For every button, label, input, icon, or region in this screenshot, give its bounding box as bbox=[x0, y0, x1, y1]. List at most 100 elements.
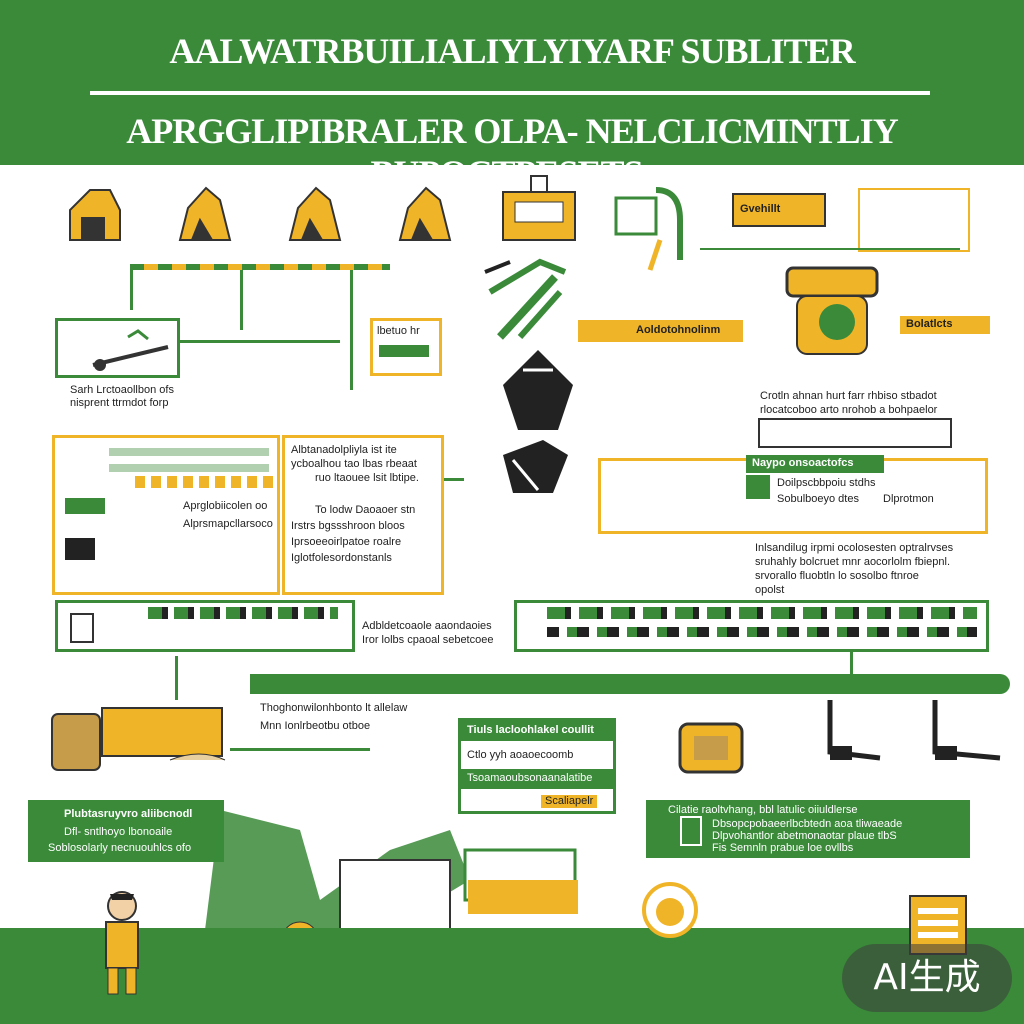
center-text-4: To lodw Daoaoer stn bbox=[315, 504, 416, 516]
connector-line bbox=[180, 340, 340, 343]
box-a-bar bbox=[109, 464, 269, 472]
box-e-title: Tiuls lacloohlakel coullit bbox=[467, 724, 594, 736]
box-d-markers bbox=[547, 607, 977, 619]
box-e-line-3: Scaliapelr bbox=[541, 795, 598, 808]
plow-icon bbox=[92, 329, 169, 371]
right-long-2: sruhahly bolcruet mnr aocorlolm fbiepnl. bbox=[755, 556, 951, 568]
machine-icon bbox=[51, 707, 226, 771]
right-text-1: Crotln ahnan hurt farr rhbiso stbadot bbox=[760, 390, 937, 402]
process-box-c bbox=[55, 600, 355, 652]
box-g-line-3: Dlpvohantlor abetmonaotar plaue tlbS bbox=[712, 830, 897, 842]
right-panel-title-bar: Naypo onsoactofcs bbox=[746, 455, 884, 473]
document-icon bbox=[680, 816, 702, 846]
harvester-icon bbox=[785, 266, 879, 355]
process-box-g: Cilatie raoltvhang, bbl latulic oiiuldle… bbox=[646, 800, 970, 858]
box-e-line-2: Tsoamaoubsonaanalatibe bbox=[467, 772, 593, 784]
box-a-icon bbox=[65, 538, 95, 560]
top-right-frame bbox=[858, 188, 970, 252]
process-box-left bbox=[55, 318, 180, 378]
horizontal-caption: Thoghonwilonhbonto lt allelaw bbox=[260, 702, 408, 714]
person-icon bbox=[105, 891, 139, 995]
top-icon-row bbox=[69, 186, 452, 241]
mid-row-text-2: Iror lolbs cpaoal sebetcoee bbox=[362, 634, 494, 646]
center-text-7: Iglotfolesordonstanls bbox=[291, 552, 392, 564]
center-text-2: ycboalhou tao lbas rbeaat bbox=[291, 458, 417, 470]
box-e-line-1: Ctlo yyh aoaoecoomb bbox=[467, 749, 574, 761]
farmer-hut-icon bbox=[69, 189, 121, 241]
radio-machine-icon bbox=[678, 722, 744, 774]
watermark-badge: AI生成 bbox=[842, 944, 1012, 1012]
box-a-tag bbox=[65, 498, 105, 514]
box-g-line-1: Cilatie raoltvhang, bbl latulic oiiuldle… bbox=[668, 804, 858, 816]
center-text-1: Albtanadolpliyla ist ite bbox=[291, 444, 397, 456]
horizontal-caption-2: Mnn Ionlrbeotbu otboe bbox=[260, 720, 371, 732]
right-table-frame bbox=[758, 418, 952, 448]
box-a-line-1: Aprglobiicolen oo bbox=[183, 500, 268, 512]
connector-line bbox=[850, 652, 853, 674]
farmer-hut-icon bbox=[288, 186, 342, 241]
box-c-icon bbox=[70, 613, 94, 643]
tractor-icon bbox=[614, 187, 683, 271]
connector-strip bbox=[130, 264, 390, 270]
right-panel-icon bbox=[746, 475, 770, 499]
right-panel-title: Naypo onsoactofcs bbox=[752, 457, 854, 469]
process-box-e: Tiuls lacloohlakel coullit Ctlo yyh aoao… bbox=[458, 718, 616, 814]
right-long-1: Inlsandilug irpmi ocolosesten optralrvse… bbox=[755, 542, 954, 554]
connector-line bbox=[175, 656, 178, 700]
right-panel-text: Doilpscbbpoiu stdhs bbox=[777, 477, 876, 489]
flow-band bbox=[250, 674, 1010, 694]
hat-icon bbox=[503, 350, 573, 493]
box-a-bar bbox=[109, 448, 269, 456]
box-g-line-2: Dbsopcpobaeerlbcbtedn aoa tliwaeade bbox=[712, 818, 903, 830]
connector-line bbox=[444, 478, 464, 481]
right-long-3: srvorallo fluobtln lo sosolbo ftnroe bbox=[755, 570, 919, 582]
farmer-hut-icon bbox=[178, 186, 232, 241]
right-label: Bolatlcts bbox=[906, 318, 953, 330]
farmer-hut-icon bbox=[398, 186, 452, 241]
title-divider bbox=[90, 91, 930, 95]
connector-line bbox=[230, 748, 370, 751]
page-title: AALWATRBUILIALIYLYIYARF SUBLITER bbox=[169, 31, 855, 71]
box-c-markers bbox=[148, 607, 338, 619]
mid-label-bar bbox=[379, 345, 429, 357]
left-caption: Sarh Lrctoaollbon ofs nisprent ttrmdot f… bbox=[70, 384, 174, 409]
box-g-line-4: Fis Semnln prabue loe ovllbs bbox=[712, 842, 854, 854]
right-panel-text-3: Dlprotmon bbox=[883, 493, 934, 505]
center-text-5: Irstrs bgssshroon bloos bbox=[291, 520, 405, 532]
process-box-f: Plubtasruyvro aliibcnodl Dfl- sntlhoyo l… bbox=[28, 800, 224, 862]
header-band bbox=[0, 0, 1024, 165]
coins-icon bbox=[642, 882, 698, 938]
horizontal-caption-box: Thoghonwilonhbonto lt allelaw Mnn Ionlrb… bbox=[250, 694, 430, 736]
box-f-line-2: Soblosolarly necnuouhlcs ofo bbox=[48, 842, 192, 854]
yellow-conveyor bbox=[468, 880, 578, 914]
connector-line bbox=[130, 270, 133, 310]
tools-icon bbox=[827, 700, 1001, 761]
box-d-markers-2 bbox=[547, 627, 977, 637]
arrow-label-bar: Aoldotohnolinm bbox=[578, 320, 743, 342]
box-f-line-1: Dfl- sntlhoyo lbonoaile bbox=[64, 826, 173, 838]
box-e-title-bar: Tiuls lacloohlakel coullit bbox=[461, 721, 613, 741]
center-text-3: ruo ltaouee lsit lbtipe. bbox=[315, 472, 419, 484]
right-panel-text-2: Sobulboeyo dtes bbox=[777, 493, 859, 505]
connector-line bbox=[350, 270, 353, 390]
page-subtitle: APRGGLIPIBRALER OLPA- NELCLICMINTLIY BUP… bbox=[126, 111, 898, 193]
connector-line bbox=[240, 270, 243, 330]
connector-line bbox=[700, 248, 960, 250]
process-box-a: Aprglobiicolen oo Alprsmapcllarsoco bbox=[52, 435, 280, 595]
right-label-bar: Bolatlcts bbox=[900, 316, 990, 334]
mid-label: lbetuo hr bbox=[377, 325, 420, 337]
center-text-6: Iprsoeeoirlpatoe roalre bbox=[291, 536, 402, 548]
top-right-label: Gvehillt bbox=[740, 203, 781, 215]
box-f-title: Plubtasruyvro aliibcnodl bbox=[64, 808, 193, 820]
top-right-label-box: Gvehillt bbox=[732, 193, 826, 227]
box-a-markers bbox=[135, 476, 275, 488]
leaf-arrow-icon bbox=[484, 258, 567, 340]
mid-label-box: lbetuo hr bbox=[370, 318, 442, 376]
right-long-4: opolst bbox=[755, 584, 785, 596]
mid-row-text-1: Adbldetcoaole aaondaoies bbox=[362, 620, 492, 632]
process-box-d bbox=[514, 600, 989, 652]
process-box-b: Albtanadolpliyla ist ite ycboalhou tao l… bbox=[282, 435, 444, 595]
arrow-label: Aoldotohnolinm bbox=[636, 324, 721, 336]
right-panel: Naypo onsoactofcs Doilpscbbpoiu stdhs So… bbox=[598, 455, 988, 534]
box-e-bar: Tsoamaoubsonaanalatibe bbox=[461, 769, 613, 789]
